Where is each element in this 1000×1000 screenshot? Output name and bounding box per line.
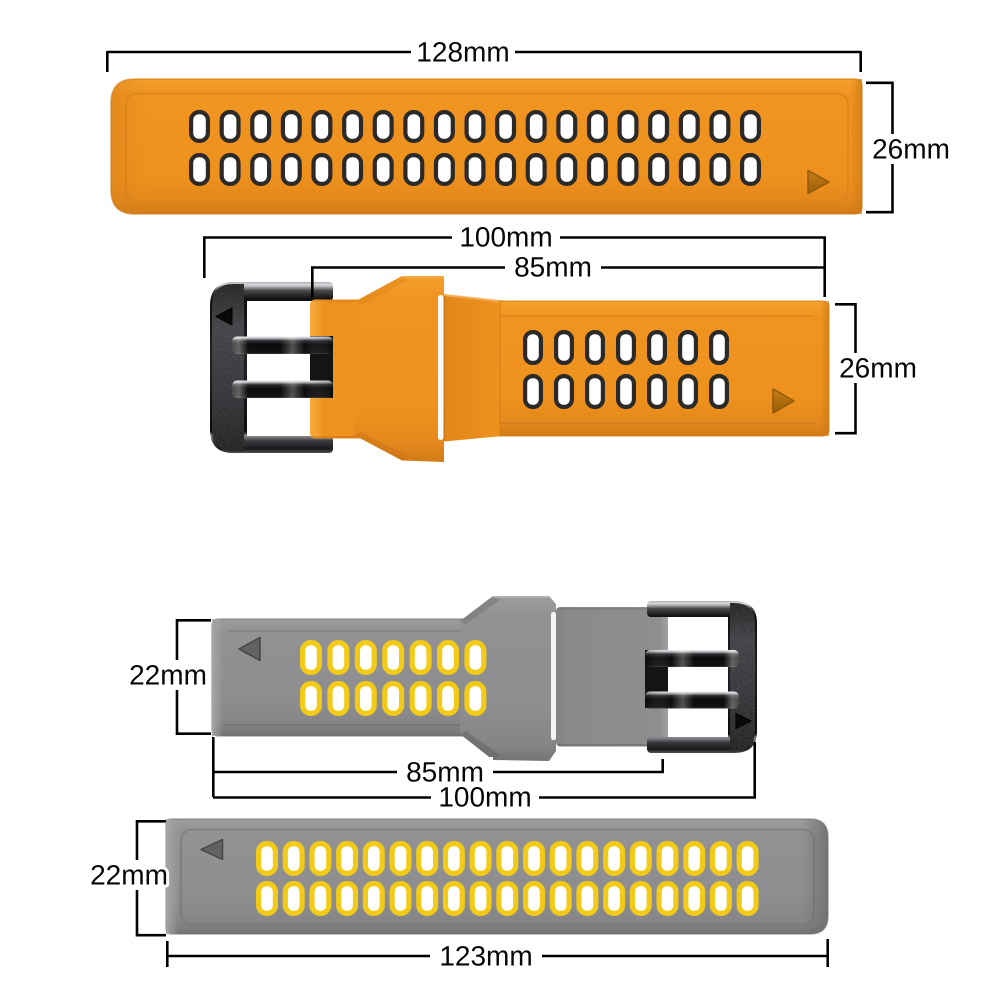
svg-text:100mm: 100mm: [459, 222, 552, 253]
svg-text:85mm: 85mm: [514, 252, 592, 283]
svg-text:22mm: 22mm: [129, 660, 207, 691]
svg-text:26mm: 26mm: [839, 353, 917, 384]
svg-text:22mm: 22mm: [90, 860, 168, 891]
svg-text:123mm: 123mm: [439, 941, 532, 972]
svg-text:100mm: 100mm: [438, 782, 531, 813]
svg-text:128mm: 128mm: [416, 37, 509, 68]
svg-text:26mm: 26mm: [872, 134, 950, 165]
